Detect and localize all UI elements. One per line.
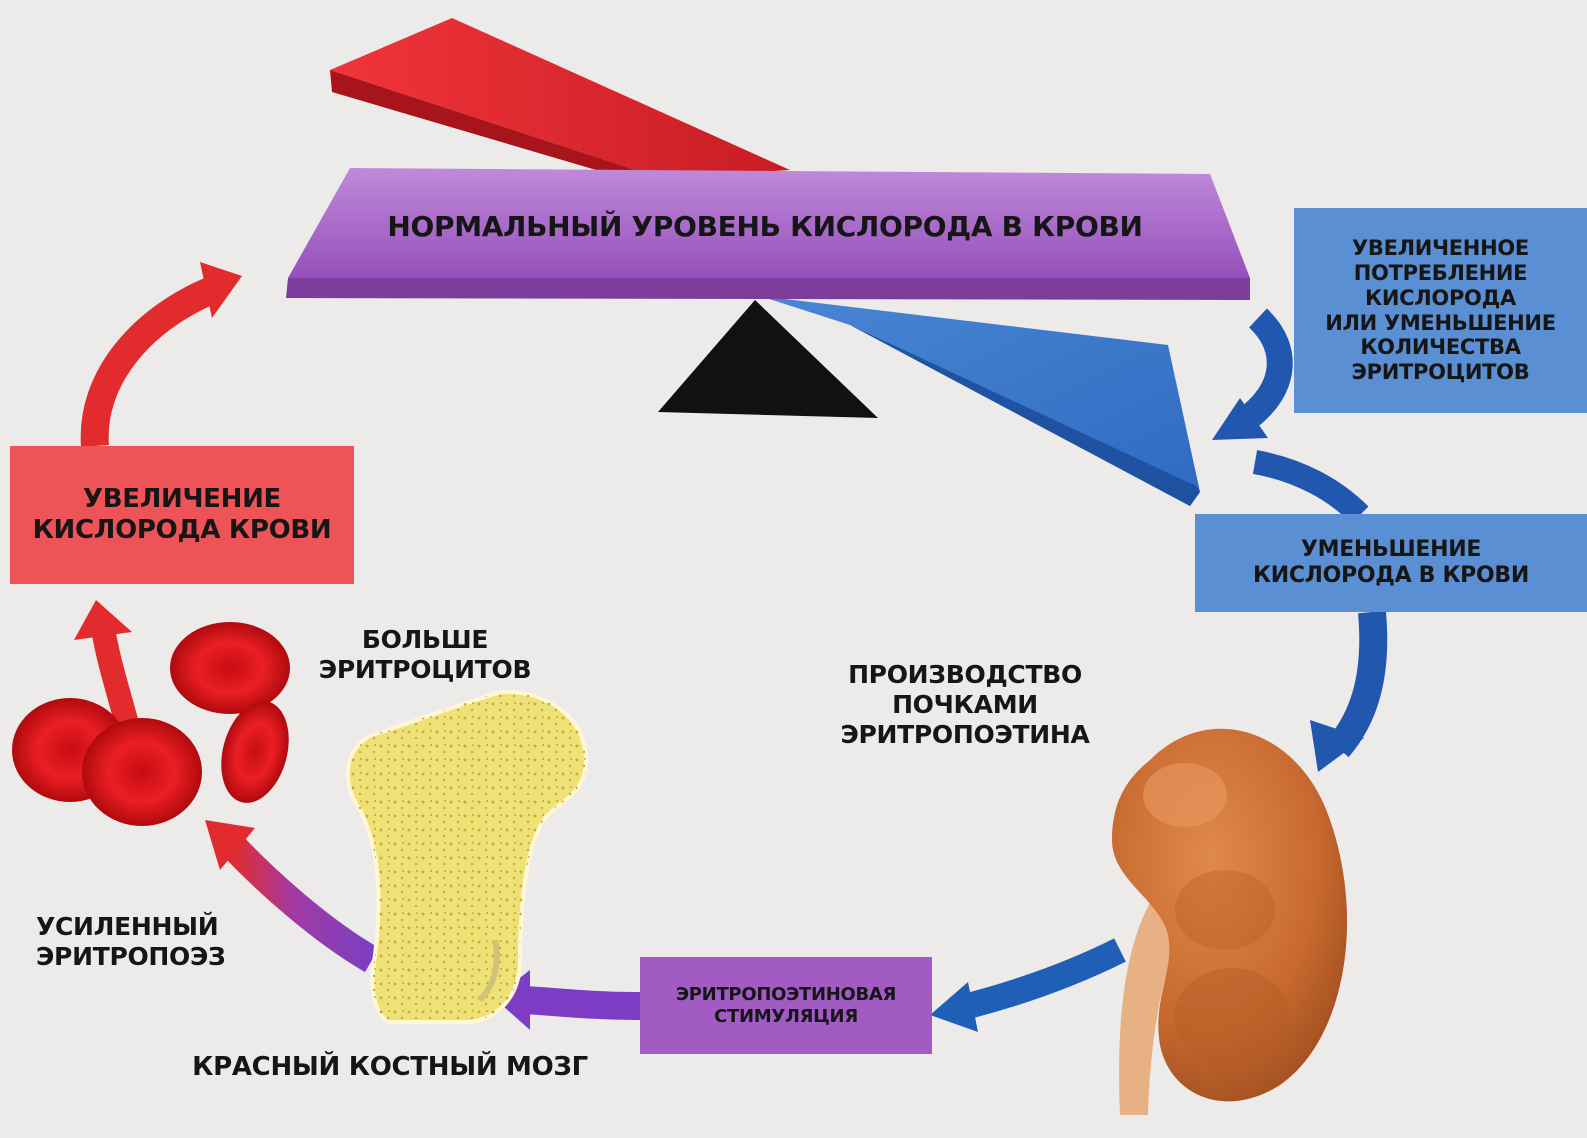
red-marrow-label: КРАСНЫЙ КОСТНЫЙ МОЗГ <box>150 1052 630 1083</box>
kidney-production-label: ПРОИЗВОДСТВО ПОЧКАМИ ЭРИТРОПОЭТИНА <box>800 660 1130 750</box>
bone-marrow-icon <box>348 692 586 1022</box>
increase-oxygen-box: УВЕЛИЧЕНИЕ КИСЛОРОДА КРОВИ <box>10 446 354 584</box>
red-blood-cells-icon <box>12 622 299 826</box>
epo-stimulation-box: ЭРИТРОПОЭТИНОВАЯ СТИМУЛЯЦИЯ <box>640 957 932 1054</box>
decrease-oxygen-box: УМЕНЬШЕНИЕ КИСЛОРОДА В КРОВИ <box>1195 514 1587 612</box>
increased-consumption-box: УВЕЛИЧЕННОЕ ПОТРЕБЛЕНИЕ КИСЛОРОДА ИЛИ УМ… <box>1294 208 1587 413</box>
normal-level-label: НОРМАЛЬНЫЙ УРОВЕНЬ КИСЛОРОДА В КРОВИ <box>350 210 1180 244</box>
enhanced-erythropoiesis-label: УСИЛЕННЫЙ ЭРИТРОПОЭЗ <box>36 912 296 972</box>
kidney-icon <box>1112 729 1347 1115</box>
more-erythrocytes-label: БОЛЬШЕ ЭРИТРОЦИТОВ <box>280 625 570 685</box>
seesaw-balance-icon <box>286 18 1250 506</box>
